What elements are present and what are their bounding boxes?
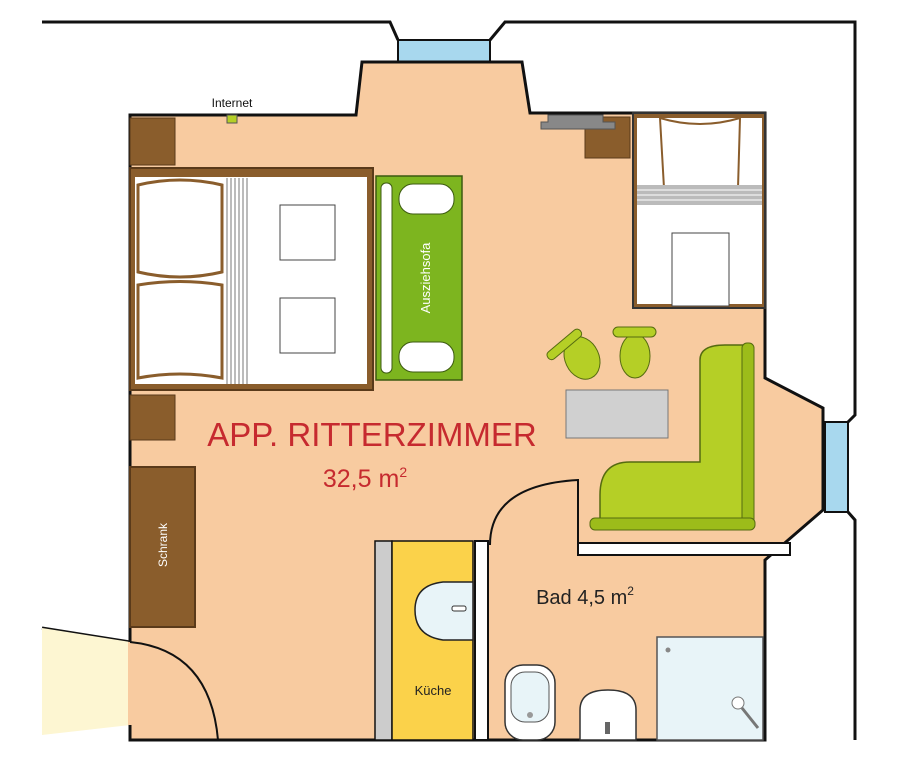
room-title: APP. RITTERZIMMER xyxy=(207,416,536,453)
internet-label: Internet xyxy=(212,96,253,110)
bath-door-arc xyxy=(489,478,579,546)
shower xyxy=(656,636,764,741)
chair xyxy=(546,328,601,380)
window-right xyxy=(824,421,849,513)
wardrobe-label: Schrank xyxy=(156,522,170,567)
bidet xyxy=(579,689,637,741)
window-top xyxy=(397,39,491,63)
tv-icon xyxy=(540,114,616,130)
outer-walls xyxy=(41,20,857,740)
nightstand xyxy=(129,394,176,441)
entrance-door-arc xyxy=(129,641,219,741)
kitchen-wall xyxy=(474,540,489,741)
bath-wall xyxy=(577,542,791,556)
toilet xyxy=(504,664,556,741)
double-bed xyxy=(129,167,374,391)
wardrobe: Schrank xyxy=(129,466,196,628)
kitchen-sink xyxy=(414,581,474,641)
table xyxy=(565,389,669,439)
internet-socket-icon xyxy=(226,114,238,124)
room-area: 32,5 m2 xyxy=(323,464,407,493)
sofa-bed: Ausziehsofa xyxy=(375,175,463,381)
corner-sofa xyxy=(589,342,756,531)
shower-head-icon xyxy=(731,696,745,710)
single-bed xyxy=(632,112,766,309)
chair xyxy=(612,326,657,379)
kitchen-label: Küche xyxy=(415,683,452,698)
bath-label: Bad 4,5 m2 xyxy=(536,584,634,609)
kitchen-counter-edge xyxy=(374,540,393,741)
sofa-label: Ausziehsofa xyxy=(418,242,433,314)
entrance-area xyxy=(42,628,130,735)
nightstand xyxy=(129,117,176,166)
